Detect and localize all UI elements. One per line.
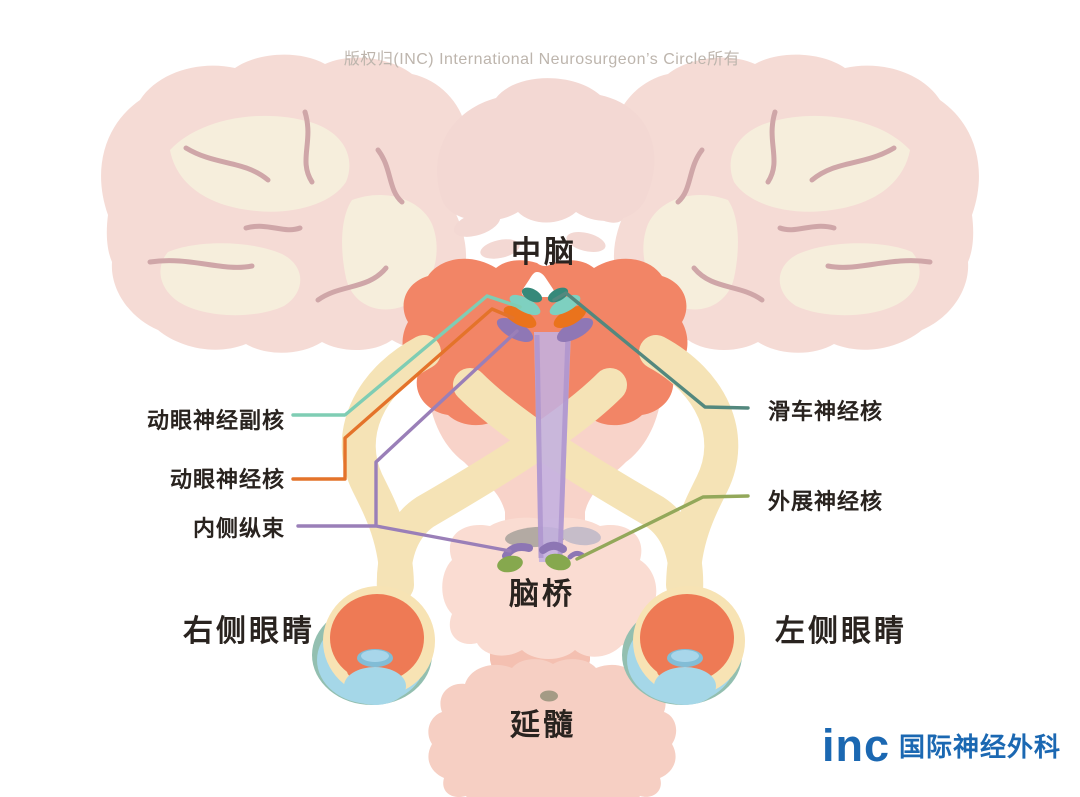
left-eye-graphic xyxy=(622,586,745,705)
mlf-column xyxy=(534,332,571,562)
inc-logo-wordmark: inc xyxy=(822,720,891,772)
left-hemisphere-sulci xyxy=(147,109,405,303)
tract-cross-left-to-right xyxy=(453,368,704,609)
abducens-nucleus-left xyxy=(497,555,523,573)
label-trochlear-nucleus: 滑车神经核 xyxy=(768,399,884,424)
label-left-eye: 左侧眼睛 xyxy=(775,615,907,648)
leader-lines xyxy=(291,291,750,561)
facial-genu-curls xyxy=(502,541,585,560)
tract-cross-right-to-left xyxy=(376,368,627,609)
copyright-watermark: 版权归(INC) International Neurosurgeon’s Ci… xyxy=(343,51,741,68)
leader-oculomotor xyxy=(291,307,515,481)
central-deep-structures xyxy=(437,78,655,259)
left-hemisphere xyxy=(101,54,475,353)
label-oculomotor-nucleus: 动眼神经核 xyxy=(169,467,285,492)
label-medulla: 延髓 xyxy=(510,709,576,742)
label-medial-longitudinal-fasciculus: 内侧纵束 xyxy=(192,516,285,541)
leader-mlf xyxy=(296,329,519,553)
central-canal-dot xyxy=(540,690,558,702)
label-abducens-nucleus: 外展神经核 xyxy=(768,489,884,514)
label-accessory-oculomotor-nucleus: 动眼神经副核 xyxy=(146,408,285,433)
right-eye-graphic xyxy=(312,586,435,705)
midbrain-nuclei-left-arm xyxy=(496,287,543,343)
inc-logo-text: 国际神经外科 xyxy=(899,732,1062,762)
label-right-eye: 右侧眼睛 xyxy=(183,615,315,648)
pons-shape xyxy=(442,517,657,659)
medulla-shape xyxy=(428,659,677,797)
inc-logo: inc 国际神经外科 xyxy=(822,720,1062,772)
label-pons: 脑桥 xyxy=(509,578,575,611)
right-hemisphere xyxy=(605,54,979,353)
right-hemisphere-sulci xyxy=(675,109,933,303)
leader-trochlear xyxy=(552,291,750,410)
abducens-nucleus-right xyxy=(545,553,571,571)
label-midbrain: 中脑 xyxy=(511,236,577,269)
leader-accessory-oculomotor xyxy=(291,294,522,417)
pontine-tegmentum-lilac xyxy=(561,526,601,546)
leader-abducens xyxy=(575,494,750,561)
